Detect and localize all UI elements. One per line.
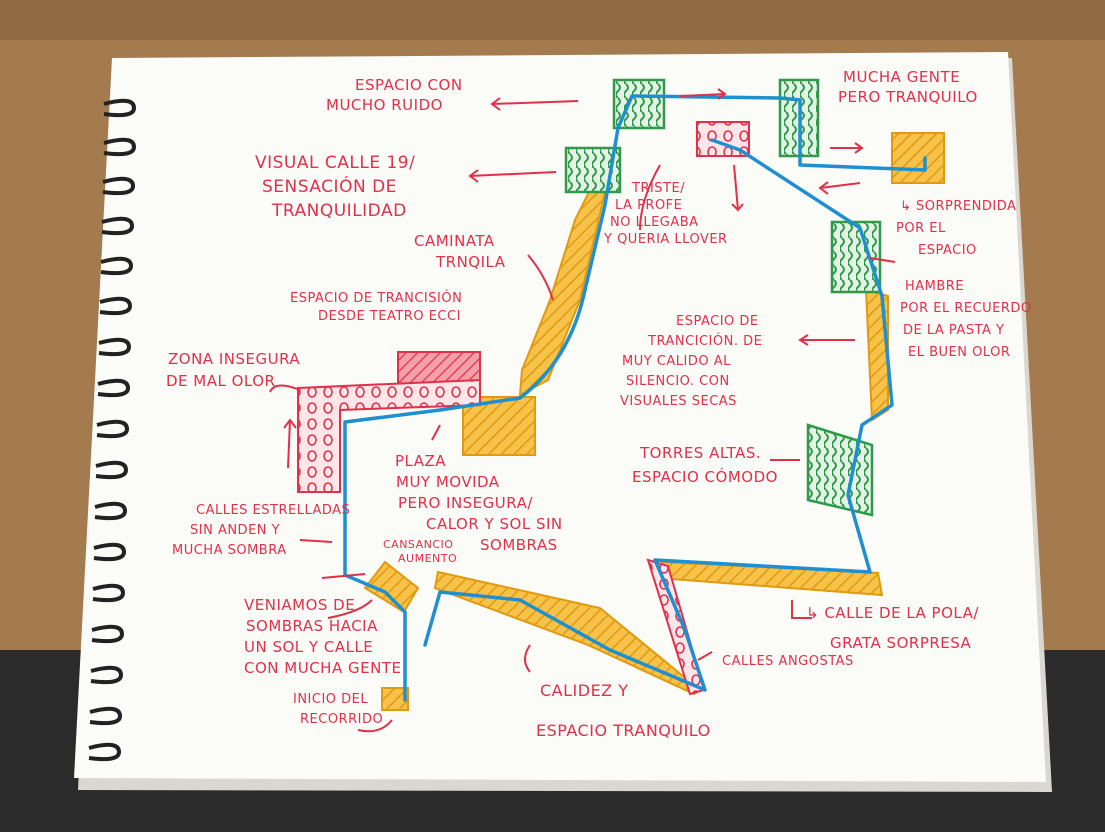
label-cansancio: CANSANCIO AUMENTO [383, 538, 457, 565]
block-sorpresa [891, 132, 945, 184]
label-transicion-teatro: ESPACIO DE TRANCISIÓN DESDE TEATRO ECCI [290, 290, 467, 324]
block-plaza [462, 396, 536, 456]
block-calidez [433, 570, 702, 696]
block-hambre-green [830, 220, 882, 294]
label-mucha-gente: MUCHA GENTE PERO TRANQUILO [838, 68, 978, 106]
annotation-arrows [269, 88, 896, 733]
label-zona-insegura: ZONA INSEGURA DE MAL OLOR [166, 350, 305, 390]
spiral-binding [88, 98, 137, 762]
label-hambre: HAMBRE POR EL RECUERDO DE LA PASTA Y EL … [900, 279, 1036, 360]
label-torres: TORRES ALTAS. ESPACIO CÓMODO [632, 444, 778, 486]
label-calle-pola: ↳ CALLE DE LA POLA/ GRATA SORPRESA [806, 604, 984, 652]
block-cansancio [363, 560, 420, 614]
block-teatro [397, 351, 481, 385]
paper-sheet [74, 52, 1046, 782]
block-inicio [381, 687, 409, 711]
label-plaza: PLAZA MUY MOVIDA PERO INSEGURA/ CALOR Y … [395, 452, 568, 554]
label-calles-angostas: CALLES ANGOSTAS [722, 654, 854, 669]
label-calidez: CALIDEZ Y ESPACIO TRANQUILO [536, 681, 711, 740]
label-transicion-calido: ESPACIO DE TRANCICIÓN. DE MUY CALIDO AL … [620, 314, 767, 409]
label-calles-estrelladas: CALLES ESTRELLADAS SIN ANDEN Y MUCHA SOM… [172, 503, 355, 558]
label-inicio: INICIO DEL RECORRIDO [293, 692, 383, 727]
label-sorprendida: ↳ SORPRENDIDA POR EL ESPACIO [896, 199, 1021, 258]
label-visual-calle: VISUAL CALLE 19/ SENSACIÓN DE TRANQUILID… [255, 153, 421, 221]
block-triste [696, 121, 750, 157]
label-veniamos: VENIAMOS DE SOMBRAS HACIA UN SOL Y CALLE… [244, 596, 401, 677]
label-triste: TRISTE/ LA PROFE NO LLEGABA Y QUERIA LLO… [603, 181, 728, 247]
label-caminata: CAMINATA TRNQILA [414, 232, 506, 271]
block-zona-insegura [297, 378, 481, 493]
block-caminata [518, 188, 607, 397]
label-espacio-ruido: ESPACIO CON MUCHO RUIDO [326, 76, 468, 114]
